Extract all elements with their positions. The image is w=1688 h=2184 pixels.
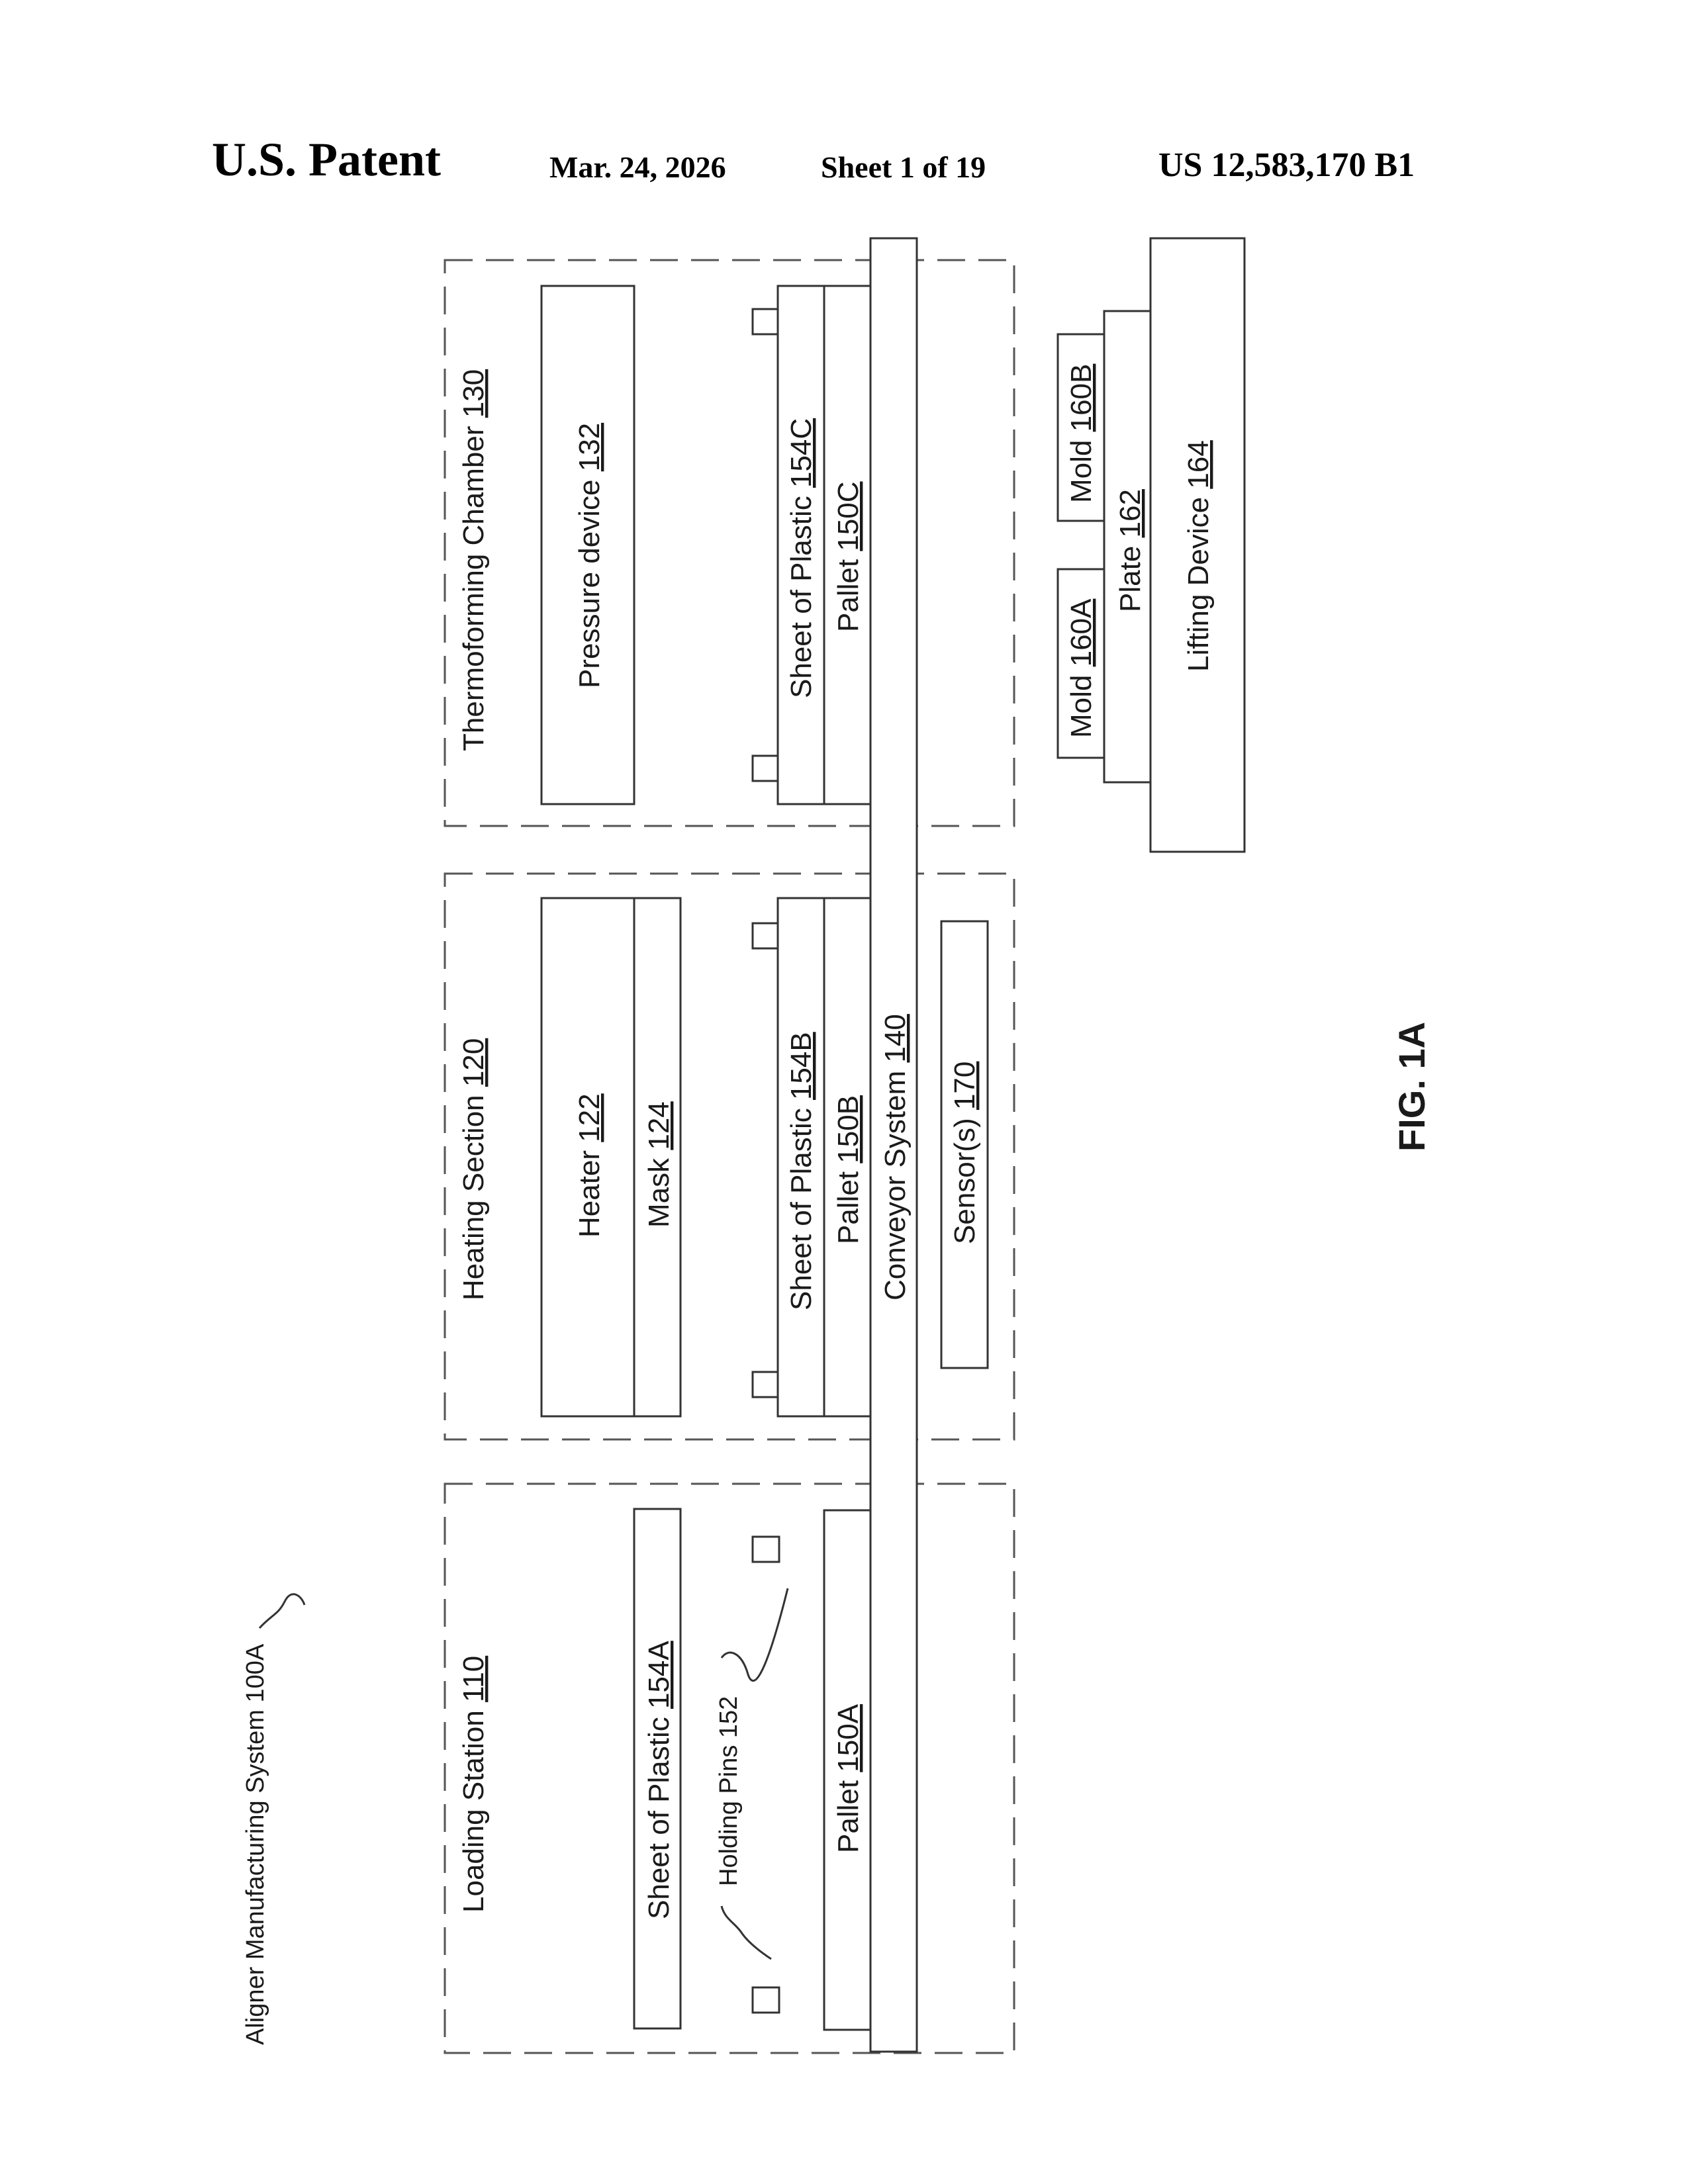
mold-160b-label: Mold 160B (1065, 364, 1098, 503)
sheet-154b-label: Sheet of Plastic 154B (785, 1032, 818, 1310)
heating-section-label: Heating Section 120 (457, 1038, 490, 1300)
thermoforming-chamber-label: Thermoforming Chamber 130 (457, 369, 490, 751)
sheet-154a-label: Sheet of Plastic 154A (643, 1641, 675, 1919)
mold-160a-label: Mold 160A (1065, 598, 1098, 738)
sensors-label: Sensor(s) 170 (949, 1062, 981, 1244)
heating-section-boundary (445, 874, 1014, 1439)
sheet-154c-label: Sheet of Plastic 154C (785, 418, 818, 698)
chamber-pin-bottom (753, 756, 779, 781)
mask-label: Mask 124 (643, 1101, 675, 1228)
heater-label: Heater 122 (573, 1093, 606, 1238)
pins-leader-top (722, 1588, 788, 1681)
svg-text:Aligner Manufacturing System 1: Aligner Manufacturing System 100A (242, 1643, 269, 2045)
heating-pin-bottom (753, 1372, 779, 1397)
chamber-pin-top (753, 309, 779, 334)
loading-station-label: Loading Station 110 (457, 1656, 490, 1913)
holding-pin-bottom (753, 1987, 779, 2013)
system-label: Aligner Manufacturing System 100A (242, 1594, 305, 2045)
holding-pins-label: Holding Pins 152 (715, 1696, 743, 1886)
thermoforming-chamber-boundary (445, 260, 1014, 826)
plate-label: Plate 162 (1114, 489, 1147, 612)
holding-pin-top (753, 1537, 779, 1562)
pallet-150b-label: Pallet 150B (832, 1095, 865, 1244)
conveyor-label: Conveyor System 140 (879, 1014, 912, 1300)
pressure-device-label: Pressure device 132 (573, 423, 606, 688)
system-label-leader (259, 1594, 305, 1628)
heating-pin-top (753, 923, 779, 948)
pallet-150c-label: Pallet 150C (832, 482, 865, 633)
pins-leader-bottom (722, 1906, 771, 1959)
lifting-device-label: Lifting Device 164 (1182, 440, 1215, 672)
pallet-150a-label: Pallet 150A (832, 1704, 865, 1853)
figure-label: FIG. 1A (1391, 1022, 1432, 1152)
